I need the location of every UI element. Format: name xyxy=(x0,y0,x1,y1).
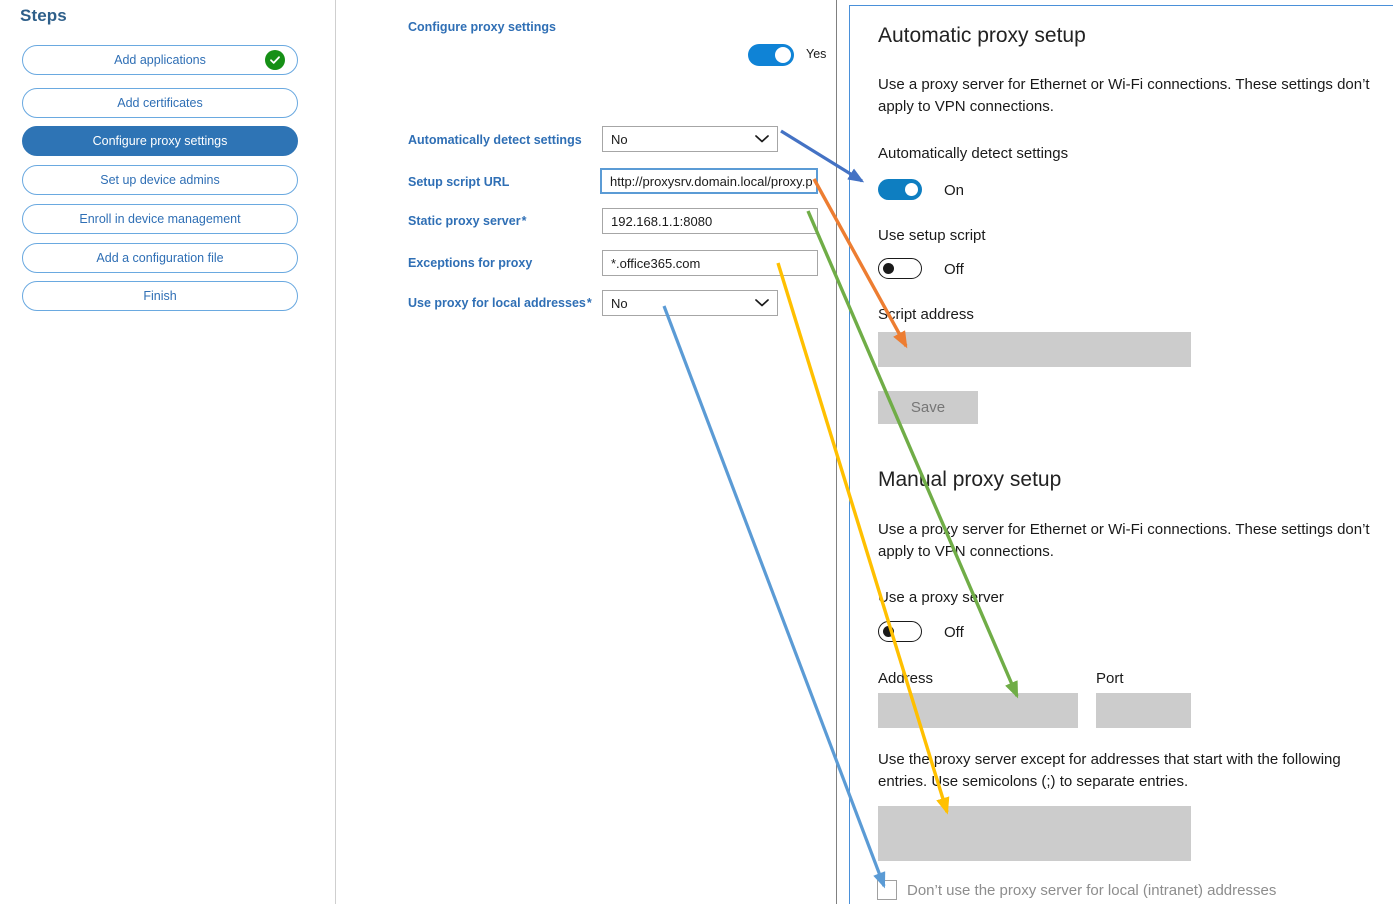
label-exceptions-for-proxy: Exceptions for proxy xyxy=(408,256,532,270)
label-text: Static proxy server xyxy=(408,214,521,228)
label-setup-script-url: Setup script URL xyxy=(408,175,509,189)
label-automatically-detect-settings: Automatically detect settings xyxy=(408,133,582,147)
step-button-set-up-device-admins[interactable]: Set up device admins xyxy=(22,165,298,195)
automatically-detect-settings-toggle[interactable] xyxy=(878,179,922,200)
step-button-enroll-in-device-management[interactable]: Enroll in device management xyxy=(22,204,298,234)
configure-proxy-settings-toggle[interactable] xyxy=(748,44,794,66)
select-value: No xyxy=(611,295,628,311)
configure-proxy-settings-toggle-value: Yes xyxy=(806,47,827,61)
toggle-knob xyxy=(775,47,791,63)
port-label: Port xyxy=(1096,670,1124,687)
step-label: Configure proxy settings xyxy=(92,134,228,148)
chevron-down-icon xyxy=(755,132,769,147)
manual-proxy-setup-heading: Manual proxy setup xyxy=(878,468,1062,491)
step-label: Finish xyxy=(143,289,177,303)
proxy-form-panel: Configure proxy settings Yes Automatical… xyxy=(336,0,836,904)
step-label: Add certificates xyxy=(117,96,203,110)
step-label: Add a configuration file xyxy=(96,251,224,265)
step-label: Set up device admins xyxy=(100,173,220,187)
step-button-configure-proxy-settings[interactable]: Configure proxy settings xyxy=(22,126,298,156)
automatic-proxy-setup-description: Use a proxy server for Ethernet or Wi-Fi… xyxy=(878,76,1370,115)
use-setup-script-label: Use setup script xyxy=(878,227,986,244)
use-a-proxy-server-label: Use a proxy server xyxy=(878,589,1004,606)
address-input[interactable] xyxy=(878,693,1078,728)
input-exceptions-for-proxy[interactable]: *.office365.com xyxy=(602,250,818,276)
label-text: Automatically detect settings xyxy=(408,133,582,147)
toggle-knob xyxy=(883,625,894,637)
input-setup-script-url[interactable]: http://proxysrv.domain.local/proxy.pa xyxy=(600,168,818,194)
script-address-label: Script address xyxy=(878,306,974,323)
automatically-detect-settings-state: On xyxy=(944,182,965,199)
input-value: http://proxysrv.domain.local/proxy.pa xyxy=(610,173,812,189)
step-button-add-applications[interactable]: Add applications xyxy=(22,45,298,75)
script-address-input[interactable] xyxy=(878,332,1191,367)
automatically-detect-settings-label: Automatically detect settings xyxy=(878,145,1069,162)
required-asterisk: * xyxy=(585,296,592,310)
save-button[interactable]: Save xyxy=(878,391,978,424)
step-button-finish[interactable]: Finish xyxy=(22,281,298,311)
bypass-local-addresses-checkbox[interactable] xyxy=(877,880,897,900)
input-value: *.office365.com xyxy=(611,255,701,271)
proxy-exceptions-description: Use the proxy server except for addresse… xyxy=(878,751,1341,790)
windows-proxy-settings-panel: Automatic proxy setup Use a proxy server… xyxy=(849,5,1393,904)
select-automatically-detect-settings[interactable]: No xyxy=(602,126,778,152)
steps-title: Steps xyxy=(20,6,67,25)
manual-proxy-setup-description: Use a proxy server for Ethernet or Wi-Fi… xyxy=(878,521,1370,560)
label-text: Setup script URL xyxy=(408,175,510,189)
use-setup-script-toggle[interactable] xyxy=(878,258,922,279)
use-a-proxy-server-toggle[interactable] xyxy=(878,621,922,642)
select-value: No xyxy=(611,131,628,147)
label-text: Use proxy for local addresses xyxy=(408,296,586,310)
step-label: Enroll in device management xyxy=(79,212,241,226)
input-static-proxy-server[interactable]: 192.168.1.1:8080 xyxy=(602,208,818,234)
toggle-knob xyxy=(905,183,918,196)
label-text: Exceptions for proxy xyxy=(408,256,533,270)
step-button-add-a-configuration-file[interactable]: Add a configuration file xyxy=(22,243,298,273)
save-button-label: Save xyxy=(910,399,946,416)
chevron-down-icon xyxy=(755,296,769,311)
proxy-exceptions-input[interactable] xyxy=(878,806,1191,861)
input-value: 192.168.1.1:8080 xyxy=(611,213,713,229)
use-setup-script-state: Off xyxy=(944,261,964,278)
address-label: Address xyxy=(878,670,934,687)
step-label: Add applications xyxy=(114,53,206,67)
form-section-title: Configure proxy settings xyxy=(408,20,556,34)
step-button-add-certificates[interactable]: Add certificates xyxy=(22,88,298,118)
panel-divider xyxy=(836,0,837,904)
bypass-local-addresses-label: Don’t use the proxy server for local (in… xyxy=(907,882,1277,899)
toggle-knob xyxy=(883,262,894,274)
required-asterisk: * xyxy=(520,214,527,228)
steps-panel: Steps Add applications Add certificates … xyxy=(0,0,336,904)
label-static-proxy-server: Static proxy server * xyxy=(408,214,526,228)
select-use-proxy-for-local-addresses[interactable]: No xyxy=(602,290,778,316)
step-complete-check-icon xyxy=(265,50,285,70)
automatic-proxy-setup-heading: Automatic proxy setup xyxy=(878,24,1086,47)
use-a-proxy-server-state: Off xyxy=(944,624,964,641)
label-use-proxy-for-local-addresses: Use proxy for local addresses * xyxy=(408,296,592,310)
port-input[interactable] xyxy=(1096,693,1191,728)
